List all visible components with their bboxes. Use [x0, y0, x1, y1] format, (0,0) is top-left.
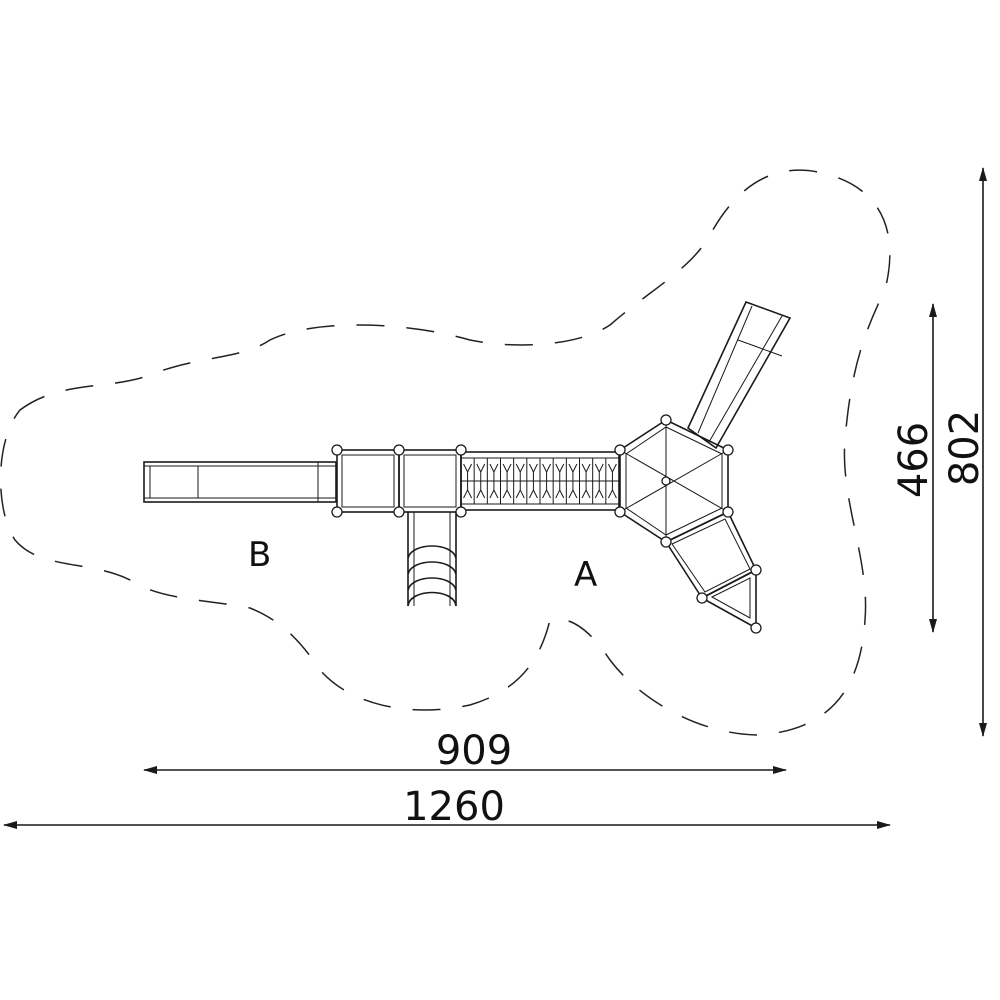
platform-left — [336, 449, 400, 513]
dimension-total-width: 1260 — [3, 784, 891, 830]
svg-text:466: 466 — [891, 422, 937, 498]
svg-text:802: 802 — [942, 410, 988, 486]
net-bridge — [460, 451, 620, 511]
safety-zone-outline — [0, 169, 891, 736]
dimension-inner-height: 466 — [891, 303, 937, 633]
svg-text:1260: 1260 — [403, 784, 505, 830]
hexagon-tower — [619, 419, 729, 543]
zone-label-a: A — [574, 555, 597, 595]
triangle-platform — [700, 568, 757, 630]
platform-middle — [398, 449, 462, 513]
ladder — [407, 512, 457, 607]
zone-label-b: B — [248, 535, 271, 575]
svg-text:909: 909 — [436, 728, 512, 774]
posts — [331, 414, 762, 634]
square-platform-lower — [664, 510, 758, 600]
dimension-inner-width: 909 — [143, 728, 787, 774]
slide-a — [686, 300, 792, 450]
slide-b — [143, 461, 337, 503]
dimension-total-height: 802 — [942, 167, 988, 737]
